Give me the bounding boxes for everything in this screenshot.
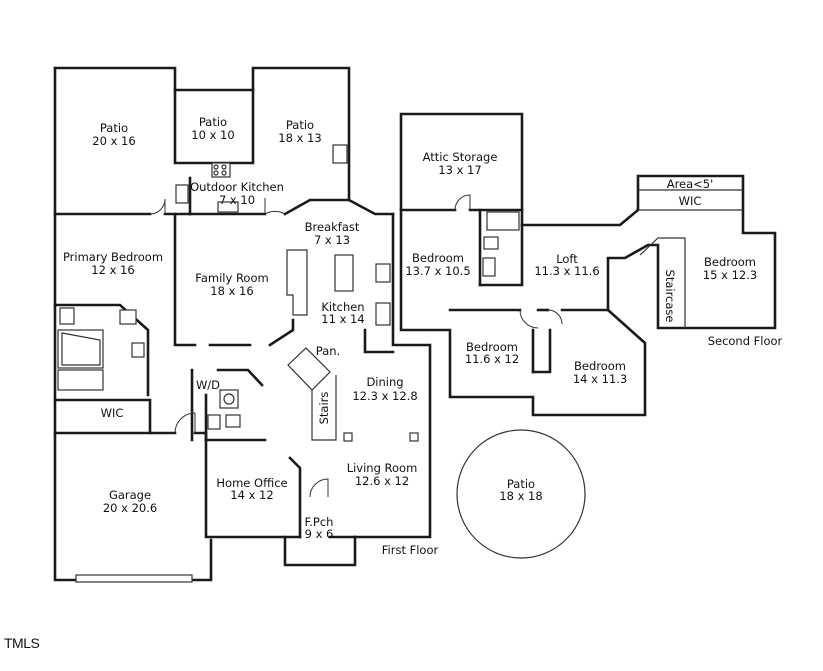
bedroom-d-name: Bedroom — [574, 359, 626, 373]
bedroom-a-dims: 13.7 x 10.5 — [405, 264, 470, 278]
breakfast-name: Breakfast — [305, 220, 360, 234]
bedroom-c-dims: 11.6 x 12 — [465, 352, 519, 366]
home-office-name: Home Office — [216, 476, 287, 490]
dining-name: Dining — [366, 375, 403, 389]
primary-bedroom-name: Primary Bedroom — [63, 250, 163, 264]
mls-watermark: TMLS — [4, 635, 40, 651]
loft-name: Loft — [556, 252, 578, 266]
garage-dims: 20 x 20.6 — [103, 501, 157, 515]
bedroom-b-name: Bedroom — [704, 255, 756, 269]
patio-right-dims: 18 x 13 — [278, 131, 321, 145]
patio-right-name: Patio — [286, 118, 314, 132]
family-room-name: Family Room — [195, 271, 268, 285]
outdoor-kitchen-name: Outdoor Kitchen — [190, 180, 284, 194]
fixtures — [57, 144, 520, 583]
floor-labels: First Floor Second Floor — [382, 334, 783, 557]
staircase-name: Staircase — [663, 270, 677, 323]
family-room-dims: 18 x 16 — [210, 284, 253, 298]
first-floor-label: First Floor — [382, 543, 439, 557]
room-labels: Patio 20 x 16 Patio 10 x 10 Patio 18 x 1… — [63, 115, 757, 541]
second-floor-label: Second Floor — [708, 334, 783, 348]
pantry-name: Pan. — [316, 344, 340, 358]
patio-round-name: Patio — [507, 477, 535, 491]
front-porch-name: F.Pch — [305, 515, 334, 529]
round-patio-outline — [456, 429, 586, 559]
door-swings — [149, 194, 563, 498]
attic-storage-name: Attic Storage — [423, 150, 498, 164]
bedroom-c-name: Bedroom — [466, 340, 518, 354]
front-porch-dims: 9 x 6 — [305, 527, 334, 541]
bedroom-d-dims: 14 x 11.3 — [573, 372, 627, 386]
wd-name: W/D — [196, 378, 220, 392]
stairs-name: Stairs — [317, 392, 331, 425]
garage-name: Garage — [109, 488, 151, 502]
living-room-dims: 12.6 x 12 — [355, 474, 409, 488]
loft-dims: 11.3 x 11.6 — [534, 264, 599, 278]
bedroom-b-dims: 15 x 12.3 — [703, 268, 757, 282]
kitchen-name: Kitchen — [321, 300, 364, 314]
patio-left-name: Patio — [100, 121, 128, 135]
bedroom-a-name: Bedroom — [412, 251, 464, 265]
area-lt5-name: Area<5' — [667, 177, 714, 191]
primary-bedroom-dims: 12 x 16 — [91, 263, 134, 277]
dining-dims: 12.3 x 12.8 — [352, 389, 417, 403]
wic-second-name: WIC — [679, 194, 702, 208]
patio-mid-dims: 10 x 10 — [191, 128, 234, 142]
home-office-dims: 14 x 12 — [230, 488, 273, 502]
breakfast-dims: 7 x 13 — [314, 233, 350, 247]
second-floor-walls — [399, 112, 777, 417]
outdoor-kitchen-dims: 7 x 10 — [219, 193, 255, 207]
wic-first-name: WIC — [101, 406, 124, 420]
living-room-name: Living Room — [347, 461, 418, 475]
attic-storage-dims: 13 x 17 — [438, 163, 481, 177]
patio-mid-name: Patio — [199, 115, 227, 129]
patio-left-dims: 20 x 16 — [92, 134, 135, 148]
kitchen-dims: 11 x 14 — [321, 312, 364, 326]
patio-round-dims: 18 x 18 — [499, 489, 542, 503]
